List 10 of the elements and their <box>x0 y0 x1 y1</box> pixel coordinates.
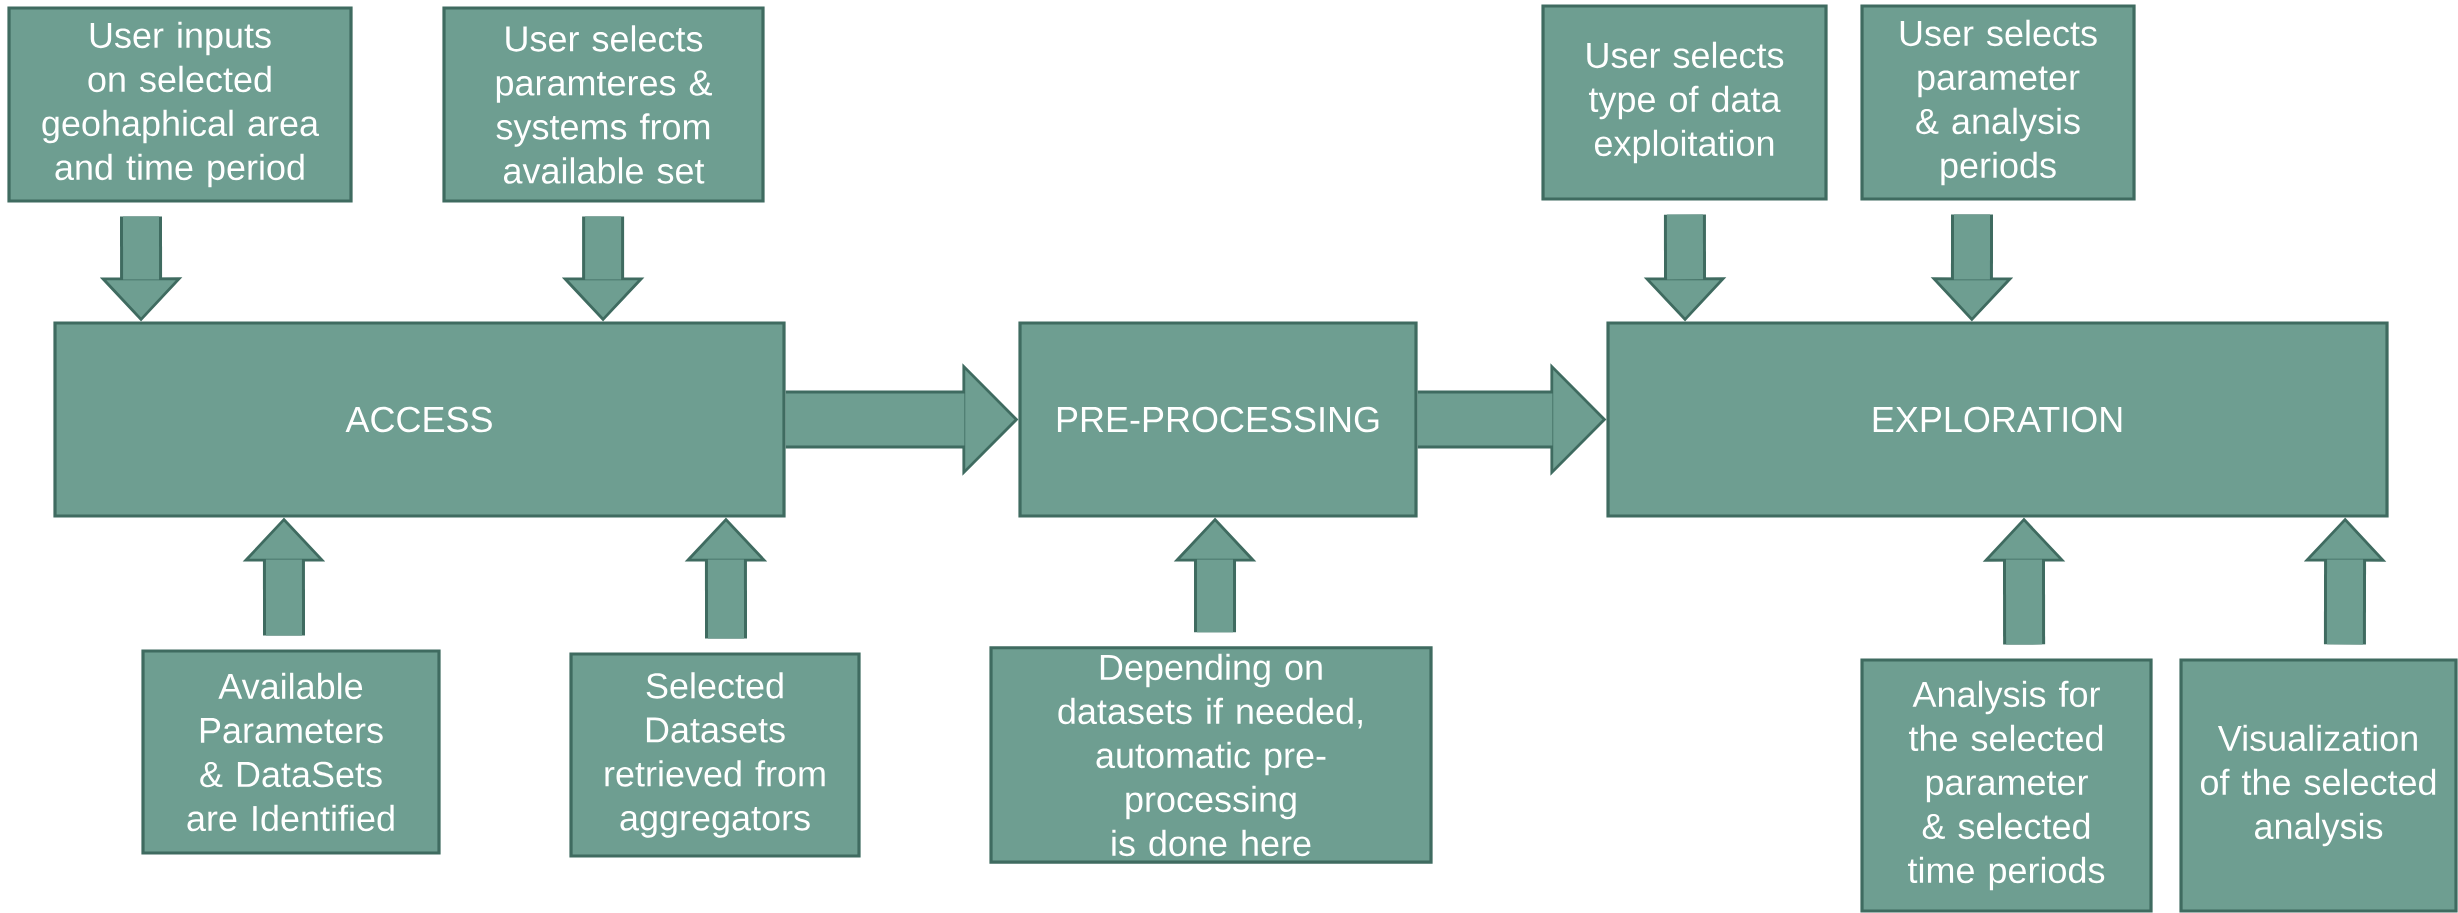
step-box: Selected Datasets retrieved from aggregators <box>569 652 861 858</box>
step-box: Depending on datasets if needed, automatic pre-processing is done here <box>989 646 1433 864</box>
step-box: User selects type of data exploitation <box>1541 4 1828 201</box>
step-box: Analysis for the selected parameter & selected time periods <box>1860 658 2153 913</box>
step-box: Available Parameters & DataSets are Identified <box>141 649 441 855</box>
step-box: User selects parameter & analysis periods <box>1860 4 2136 201</box>
step-box: User selects paramteres & systems from available set <box>442 6 765 203</box>
stage-box: ACCESS <box>53 321 786 518</box>
step-box: Visualization of the selected analysis <box>2179 658 2458 913</box>
step-box: User inputs on selected geohaphical area and time period <box>7 6 353 203</box>
